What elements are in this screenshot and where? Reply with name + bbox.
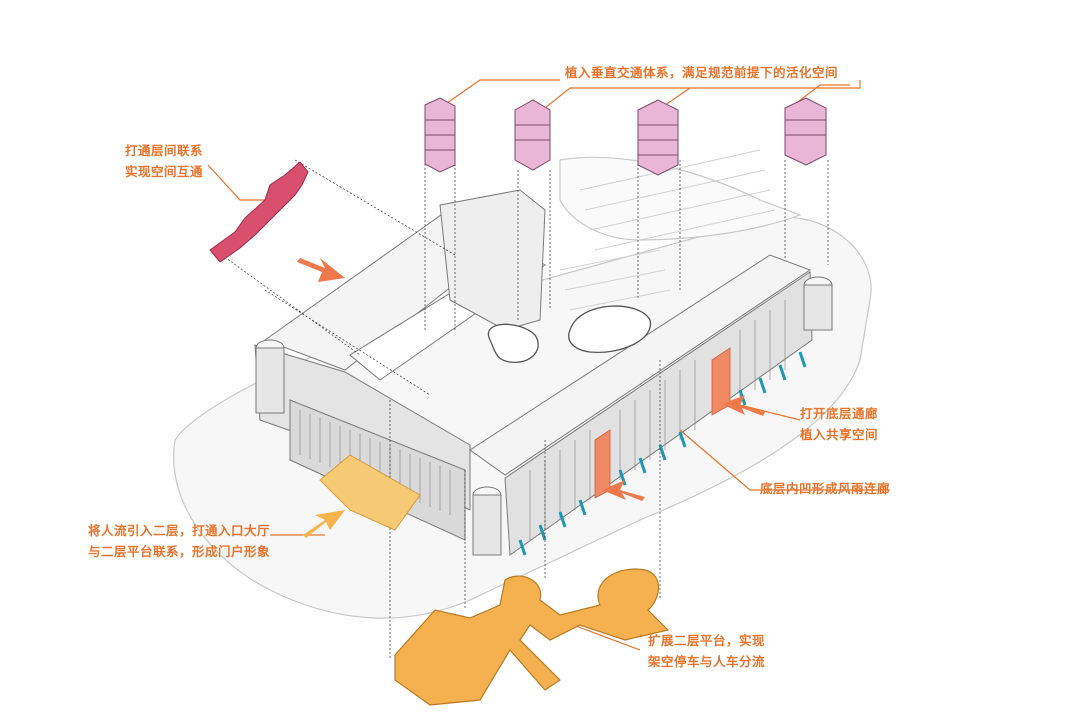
arrow-entry <box>303 510 345 538</box>
parking-lot <box>559 149 776 311</box>
open-ground-panels <box>594 347 731 499</box>
direction-arrows <box>297 258 765 538</box>
arrow-recess <box>602 480 645 501</box>
second-floor-platform <box>394 568 670 706</box>
annotation-vertical-traffic: 植入垂直交通体系，满足规范前提下的活化空间 <box>565 65 839 80</box>
facade-windows <box>299 300 786 540</box>
arrow-open-ground <box>722 395 765 416</box>
annotation-platform: 扩展二层平台，实现 架空停车与人车分流 <box>648 630 765 672</box>
annotation-second-floor-entry-line2: 与二层平台联系，形成门户形象 <box>88 544 271 559</box>
annotation-open-ground-line2: 植入共享空间 <box>800 427 879 442</box>
annotation-second-floor-entry-line1: 将人流引入二层，打通入口大厅 <box>88 523 271 538</box>
courtyard-bridges <box>487 305 651 363</box>
projection-lines <box>214 159 829 660</box>
arrow-floor-link <box>297 258 345 282</box>
building-mass <box>254 189 833 556</box>
annotation-platform-line1: 扩展二层平台，实现 <box>648 633 766 648</box>
annotation-recess-corridor: 底层内凹形成风雨连廊 <box>760 481 891 496</box>
floor-link-block <box>209 161 309 263</box>
annotation-floor-link-line2: 实现空间互通 <box>125 164 204 179</box>
annotation-floor-link: 打通层间联系 实现空间互通 <box>125 140 203 182</box>
annotation-floor-link-line1: 打通层间联系 <box>125 143 204 158</box>
annotation-second-floor-entry: 将人流引入二层，打通入口大厅 与二层平台联系，形成门户形象 <box>88 520 270 562</box>
annotation-open-ground-line1: 打开底层通廊 <box>800 406 879 421</box>
annotation-open-ground: 打开底层通廊 植入共享空间 <box>800 403 878 445</box>
entry-hall <box>319 454 421 531</box>
annotation-platform-line2: 架空停车与人车分流 <box>648 654 766 669</box>
stair-towers <box>424 97 827 176</box>
